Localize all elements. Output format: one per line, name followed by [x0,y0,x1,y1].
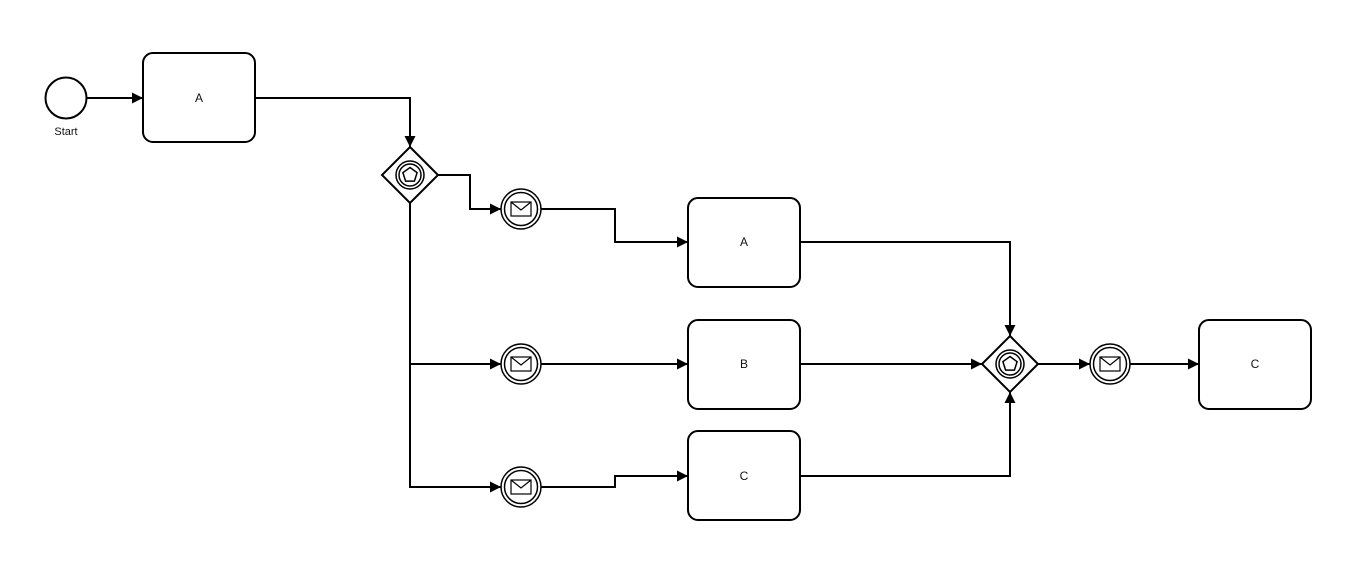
event-inner-circle [503,191,539,227]
sequence-flows [87,92,1199,493]
flow-split-to-message-3[interactable] [409,203,501,493]
task-box[interactable] [687,430,801,521]
message-event-4[interactable] [1089,343,1131,385]
gateway-inner-circle [398,163,422,187]
task-box[interactable] [687,319,801,410]
task-c-branch[interactable]: C [687,430,801,521]
flow-message-1-to-task-a[interactable] [541,208,688,248]
start-event-circle[interactable] [44,76,88,120]
flow-task-a-to-join[interactable] [800,241,1016,336]
flow-message-3-to-task-c[interactable] [541,470,688,488]
message-event-1[interactable] [500,188,542,230]
envelope-icon [510,356,532,372]
task-label: C [740,469,749,483]
gateway-outer-circle [395,160,425,190]
envelope-icon [1099,356,1121,372]
flow-task-a-to-split-gateway[interactable] [255,97,416,147]
task-box[interactable] [142,52,256,143]
start-event[interactable] [44,76,88,120]
task-c-final[interactable]: C [1198,319,1312,410]
join-gateway[interactable] [980,334,1040,394]
message-event-3[interactable] [500,466,542,508]
task-box[interactable] [1198,319,1312,410]
event-inner-circle [503,469,539,505]
task-label: A [195,91,203,105]
split-gateway[interactable] [380,145,440,205]
envelope-icon [510,201,532,217]
task-box[interactable] [687,197,801,288]
gateway-diamond[interactable] [980,334,1040,394]
task-label: C [1251,357,1260,371]
event-inner-circle [503,346,539,382]
event-inner-circle [1092,346,1128,382]
flow-split-to-message-1[interactable] [438,174,501,215]
task-label: B [740,357,748,371]
task-b-branch[interactable]: B [687,319,801,410]
start-event-label: Start [54,126,77,138]
gateway-inner-circle [998,352,1022,376]
message-event-2[interactable] [500,343,542,385]
task-label: A [740,235,748,249]
task-a-branch[interactable]: A [687,197,801,288]
gateway-diamond[interactable] [380,145,440,205]
flow-task-c-to-join[interactable] [800,392,1016,477]
gateway-outer-circle [995,349,1025,379]
pentagon-icon [402,166,418,182]
pentagon-icon [1002,355,1018,371]
task-a-top[interactable]: A [142,52,256,143]
envelope-icon [510,479,532,495]
